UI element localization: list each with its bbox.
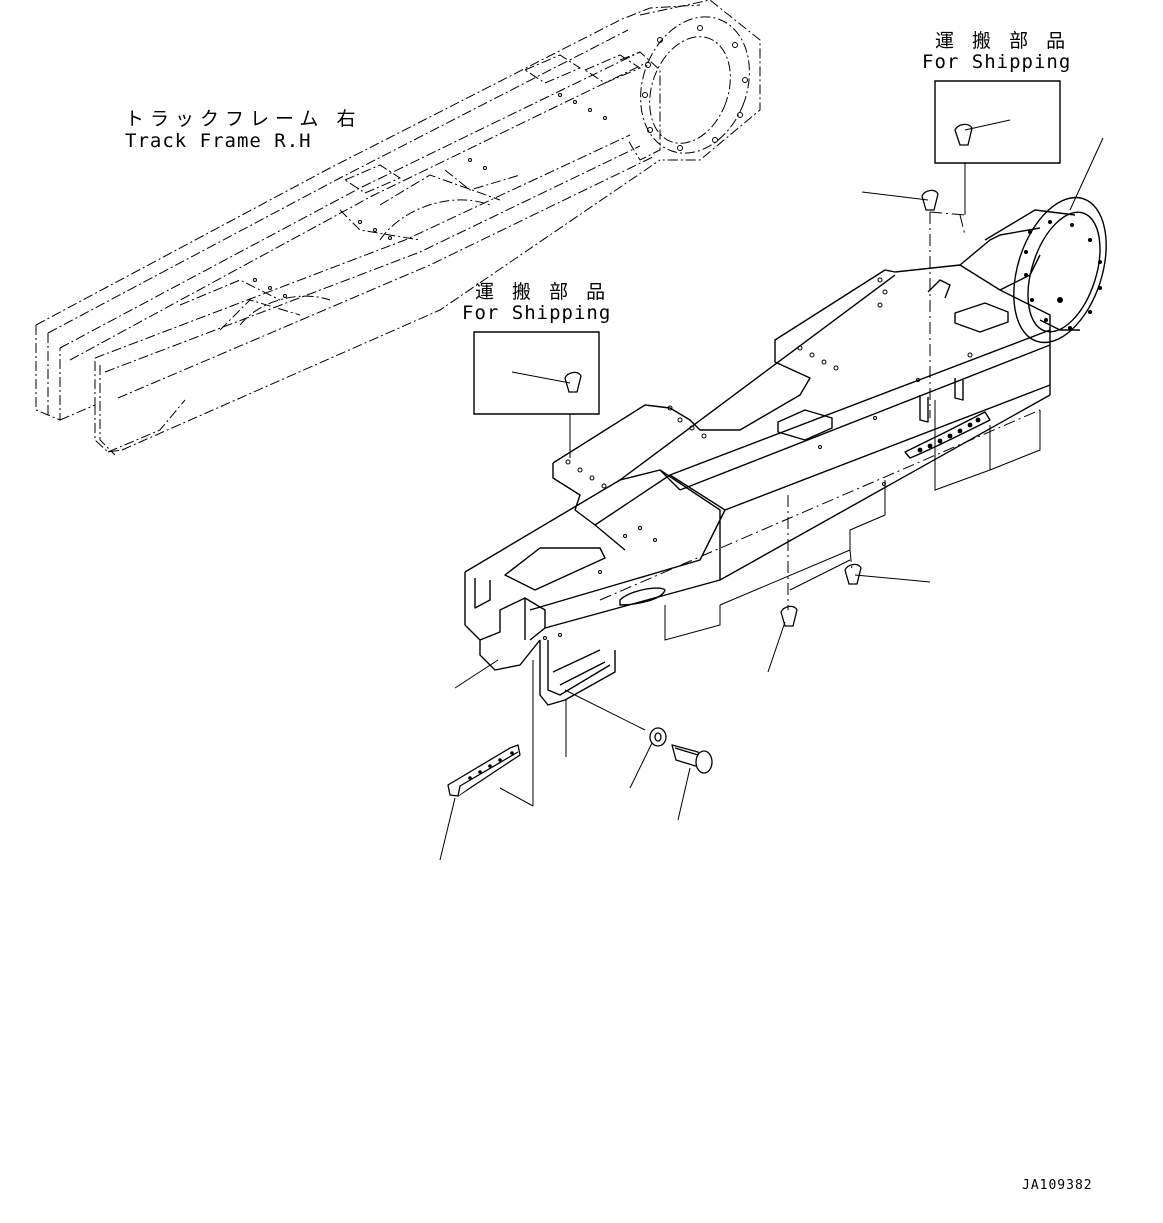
frame-bolt-holes — [544, 278, 973, 640]
guard-plate — [448, 745, 520, 796]
track-frame-label-en: Track Frame R.H — [125, 130, 312, 152]
slot-rollers — [917, 417, 981, 453]
plug-in-mid-box — [565, 372, 581, 392]
shipping-mid-label-jp: 運 搬 部 品 — [475, 281, 612, 303]
main-track-frame — [465, 186, 1123, 705]
shipping-top-label-jp: 運 搬 部 品 — [935, 30, 1072, 52]
plug-in-top-box — [955, 124, 972, 145]
loose-parts — [448, 728, 712, 796]
assembly-lines — [600, 212, 1040, 610]
guard-plate-holes — [468, 751, 514, 780]
ring-bolts — [1024, 220, 1102, 330]
plug-cap-parts — [565, 124, 972, 626]
plug-upper — [922, 190, 938, 210]
bracket-lines — [665, 400, 1040, 640]
shipping-box-mid — [474, 332, 599, 414]
plug-lower-mid — [781, 606, 797, 626]
shipping-mid-label-en: For Shipping — [462, 302, 612, 324]
plug-lower-right — [845, 564, 861, 584]
leader-lines — [440, 120, 1103, 860]
shipping-box-top — [935, 81, 1060, 163]
drawing-code: JA109382 — [1022, 1178, 1093, 1193]
track-frame-label-jp: トラックフレーム 右 — [125, 108, 362, 130]
shipping-top-label-en: For Shipping — [922, 51, 1072, 73]
overview-track-frame — [36, 0, 768, 455]
overview-bolt-holes — [254, 26, 748, 298]
